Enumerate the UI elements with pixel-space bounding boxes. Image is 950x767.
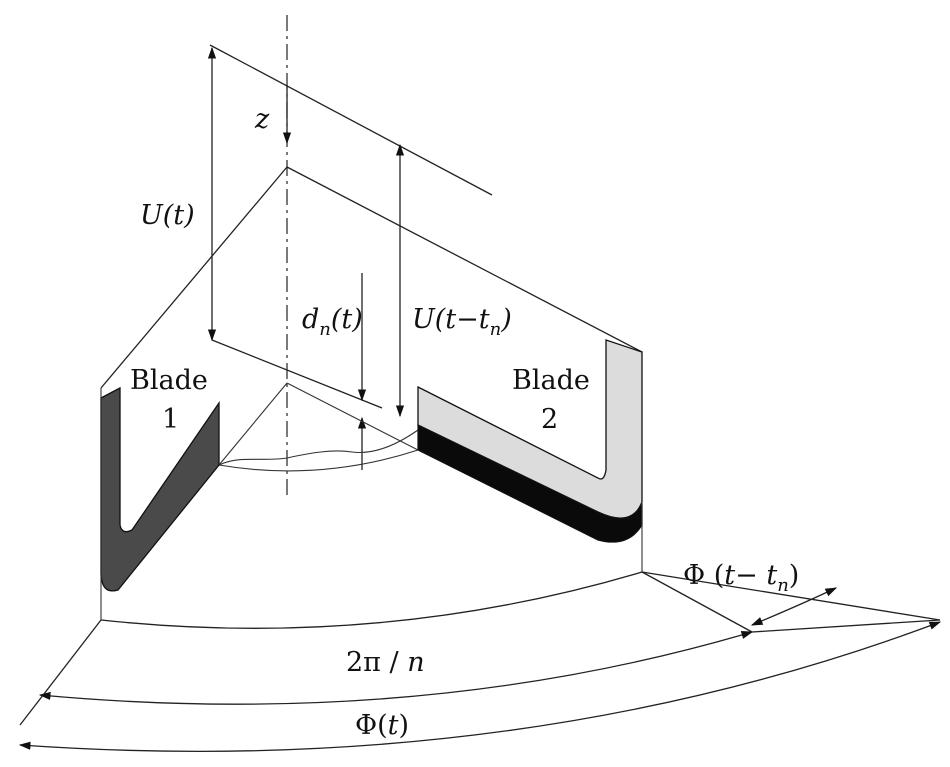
- u-t-label: U(t): [140, 200, 195, 231]
- two-pi-over-n-label: 2π / n: [346, 647, 425, 678]
- chip-thickness-wave: [218, 429, 419, 466]
- blade1-label-line1: Blade: [130, 365, 208, 396]
- blade2-label-line1: Blade: [512, 365, 590, 396]
- dn-t-label: dn(t): [302, 304, 363, 340]
- u-t-tn-label: U(t−tn): [412, 304, 512, 340]
- blade2-label-line2: 2: [541, 404, 558, 435]
- blade-1: [100, 386, 220, 592]
- outer-arc: [100, 571, 643, 629]
- phi-t-label: Φ(t): [355, 710, 409, 741]
- center-to-blade1: [218, 382, 288, 466]
- top-plane-edge-right: [286, 166, 643, 353]
- phi-t-tn-arc: [750, 587, 838, 626]
- top-ref-line: [209, 44, 493, 196]
- inner-arc: [218, 449, 419, 472]
- radial-line-blade2-ext: [751, 619, 941, 633]
- blade-2: [417, 339, 643, 519]
- phi-t-tn-label: Φ (t− tn): [683, 560, 799, 596]
- lower-ref-line: [211, 339, 383, 409]
- radial-line-blade1: [19, 619, 102, 726]
- z-label: z: [254, 104, 270, 135]
- blade1-label-line2: 1: [162, 404, 179, 435]
- center-to-blade2: [286, 382, 419, 451]
- phi-t-arc: [18, 621, 942, 752]
- top-plane-edge-left: [100, 166, 288, 389]
